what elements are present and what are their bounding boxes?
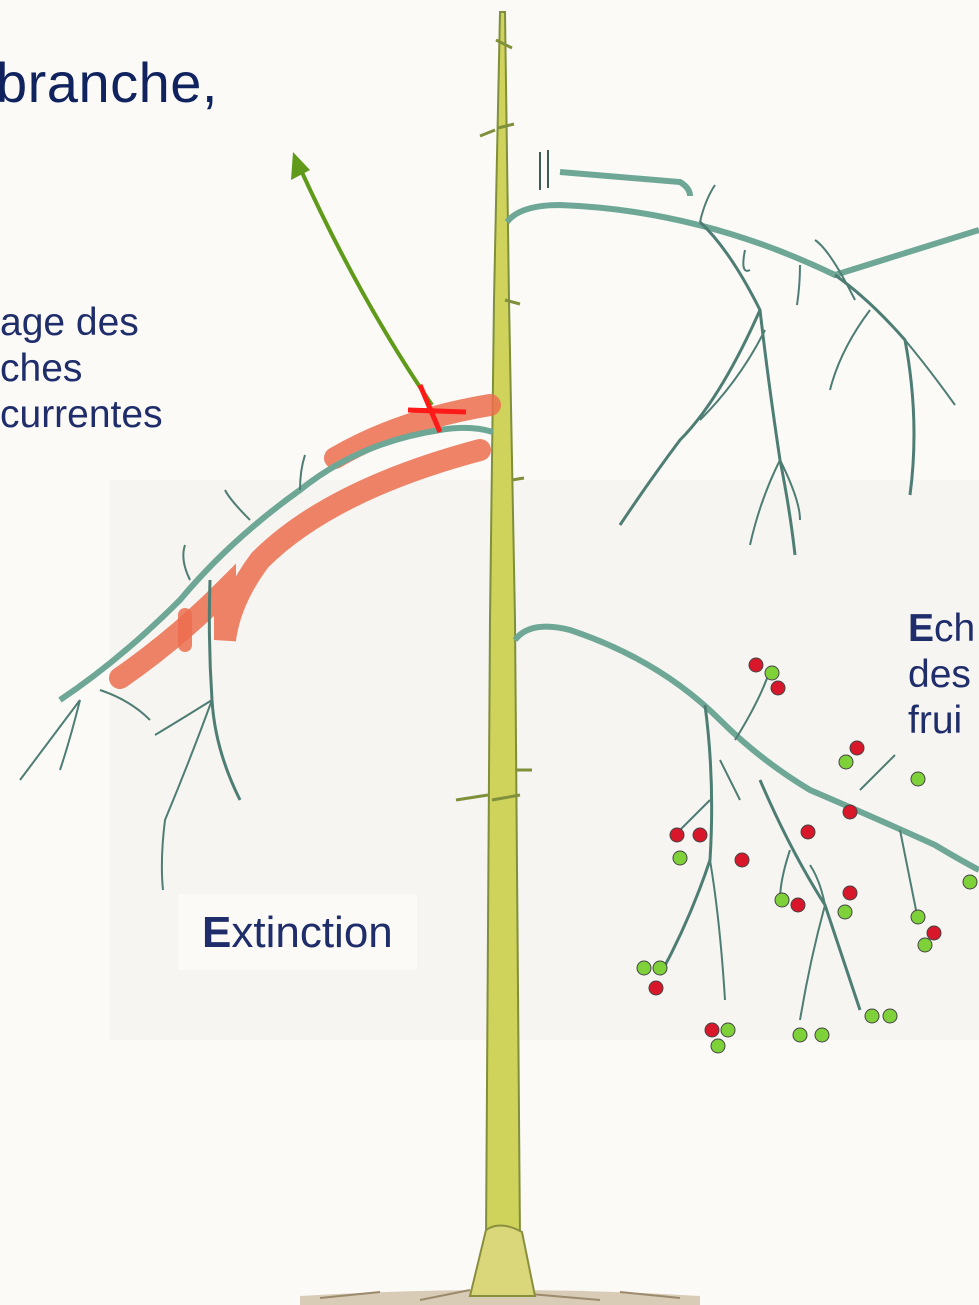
arrow bbox=[291, 152, 432, 405]
label-elagage-line2: ches bbox=[0, 346, 163, 392]
label-echelonnement-line3: frui bbox=[908, 698, 975, 744]
label-elagage-line1: age des bbox=[0, 300, 163, 346]
label-echelonnement-line1: ch bbox=[934, 607, 975, 650]
upper-right-branch bbox=[507, 150, 979, 555]
label-echelonnement-initial: E bbox=[908, 607, 934, 650]
label-extinction-initial: E bbox=[202, 908, 231, 957]
left-branch bbox=[20, 405, 493, 890]
title-fragment: branche, bbox=[0, 50, 218, 115]
trunk bbox=[456, 12, 535, 1296]
label-extinction-rest: xtinction bbox=[231, 908, 392, 957]
label-echelonnement: Ech des frui bbox=[908, 606, 975, 744]
label-elagage: age des ches currentes bbox=[0, 300, 163, 438]
label-elagage-line3: currentes bbox=[0, 392, 163, 438]
label-extinction: Extinction bbox=[178, 894, 417, 970]
label-echelonnement-line2: des bbox=[908, 652, 975, 698]
